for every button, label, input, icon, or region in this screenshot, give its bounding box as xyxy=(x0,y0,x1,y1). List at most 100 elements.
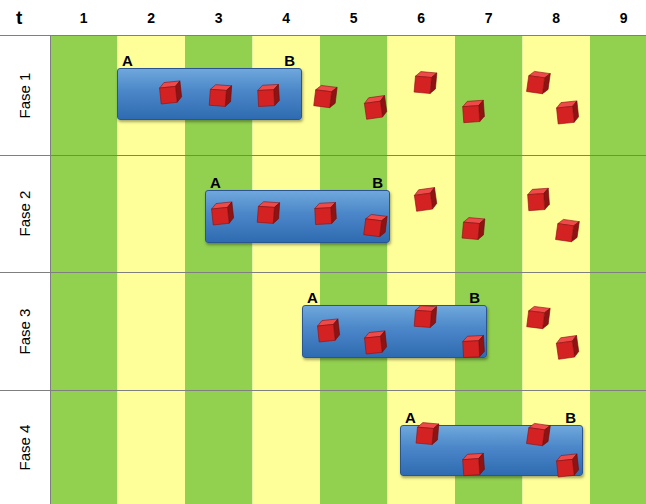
header-cell: 6 xyxy=(388,0,456,35)
cube-side xyxy=(380,216,388,237)
grid-line xyxy=(0,155,646,156)
phase-label-holder: Fase 4 xyxy=(0,390,50,504)
phase-label-holder: Fase 2 xyxy=(0,155,50,272)
box-corner-labels: AB xyxy=(118,53,301,69)
corner-letter: B xyxy=(284,53,295,68)
cube-icon xyxy=(209,84,231,106)
cube-side xyxy=(430,306,436,327)
box-corner-labels: AB xyxy=(303,290,486,306)
cube-icon xyxy=(462,217,485,240)
cube-top xyxy=(364,331,385,338)
cube-side xyxy=(227,202,234,223)
phase-label-holder: Fase 1 xyxy=(0,35,50,155)
cube-front xyxy=(258,90,275,107)
cube-side xyxy=(572,454,579,475)
cube-front xyxy=(414,310,431,327)
cube-icon xyxy=(556,336,580,360)
cube-front xyxy=(556,341,574,359)
cube-icon xyxy=(314,85,337,108)
cube-icon xyxy=(364,331,387,354)
cube-top xyxy=(257,84,278,90)
cube-front xyxy=(364,101,382,119)
cube-side xyxy=(330,202,336,223)
grid-line xyxy=(0,35,646,36)
cube-side xyxy=(478,335,484,356)
cube-top xyxy=(529,423,550,431)
cube-front xyxy=(257,206,274,223)
cube-icon xyxy=(556,219,580,243)
cube-front xyxy=(318,324,336,342)
cube-side xyxy=(432,424,439,445)
grid-line xyxy=(50,35,51,504)
header-cell: t xyxy=(0,0,50,35)
cube-icon xyxy=(527,423,551,447)
cube-icon xyxy=(527,188,549,210)
time-number: 2 xyxy=(147,10,155,26)
corner-letter: B xyxy=(565,410,576,425)
cube-top xyxy=(210,84,231,90)
cube-front xyxy=(528,194,545,211)
cube-top xyxy=(415,305,436,311)
cube-top xyxy=(211,202,232,209)
grid-line xyxy=(0,272,646,273)
time-number: 3 xyxy=(215,10,223,26)
cube-front xyxy=(365,336,383,354)
process-box: AB xyxy=(400,425,583,476)
cube-icon xyxy=(556,101,579,124)
cube-icon xyxy=(527,71,551,95)
cube-side xyxy=(175,81,182,102)
cube-icon xyxy=(416,422,439,445)
corner-letter: B xyxy=(372,175,383,190)
cube-front xyxy=(463,341,480,358)
cube-front xyxy=(527,428,545,446)
header-cell: 1 xyxy=(50,0,118,35)
cube-front xyxy=(414,76,431,93)
phase-label: Fase 3 xyxy=(16,308,33,354)
cube-front xyxy=(527,311,545,329)
cube-icon xyxy=(414,71,437,94)
phase-label: Fase 2 xyxy=(16,191,33,237)
header-cell: 3 xyxy=(185,0,253,35)
phase-band: Fase 3 AB xyxy=(0,272,646,390)
cube-icon xyxy=(414,188,438,212)
header-cell: 4 xyxy=(253,0,321,35)
phase-band: Fase 2 A B xyxy=(0,155,646,272)
cube-front xyxy=(314,90,332,108)
phase-band: Fase 4 AB xyxy=(0,390,646,504)
cube-icon xyxy=(462,453,484,475)
phase-label: Fase 1 xyxy=(16,72,33,118)
cube-icon xyxy=(314,202,336,224)
cube-front xyxy=(364,219,382,237)
time-number: 9 xyxy=(620,10,628,26)
phase-band: Fase 1 AB xyxy=(0,35,646,155)
cube-icon xyxy=(257,84,279,106)
cube-top xyxy=(366,214,387,222)
box-corner-labels: AB xyxy=(401,410,582,426)
cube-top xyxy=(417,422,438,429)
time-number: 6 xyxy=(417,10,425,26)
cube-icon xyxy=(462,100,484,122)
cube-top xyxy=(462,453,483,459)
cube-front xyxy=(527,76,545,94)
cube-front xyxy=(414,193,432,211)
time-number: 5 xyxy=(350,10,358,26)
corner-letter: A xyxy=(210,175,221,190)
cube-front xyxy=(557,106,575,124)
cube-icon xyxy=(414,305,436,327)
phase-label-holder: Fase 3 xyxy=(0,272,50,390)
cube-icon xyxy=(462,335,484,357)
cube-icon xyxy=(527,306,550,329)
cube-icon xyxy=(257,201,279,223)
header-cell: 8 xyxy=(523,0,591,35)
process-box: AB xyxy=(302,305,487,358)
cube-icon xyxy=(159,81,182,104)
cube-top xyxy=(258,201,279,207)
cube-side xyxy=(380,331,387,352)
header-cell: 2 xyxy=(118,0,186,35)
time-column xyxy=(590,35,646,504)
process-box: AB xyxy=(117,68,302,120)
time-column xyxy=(50,35,118,504)
